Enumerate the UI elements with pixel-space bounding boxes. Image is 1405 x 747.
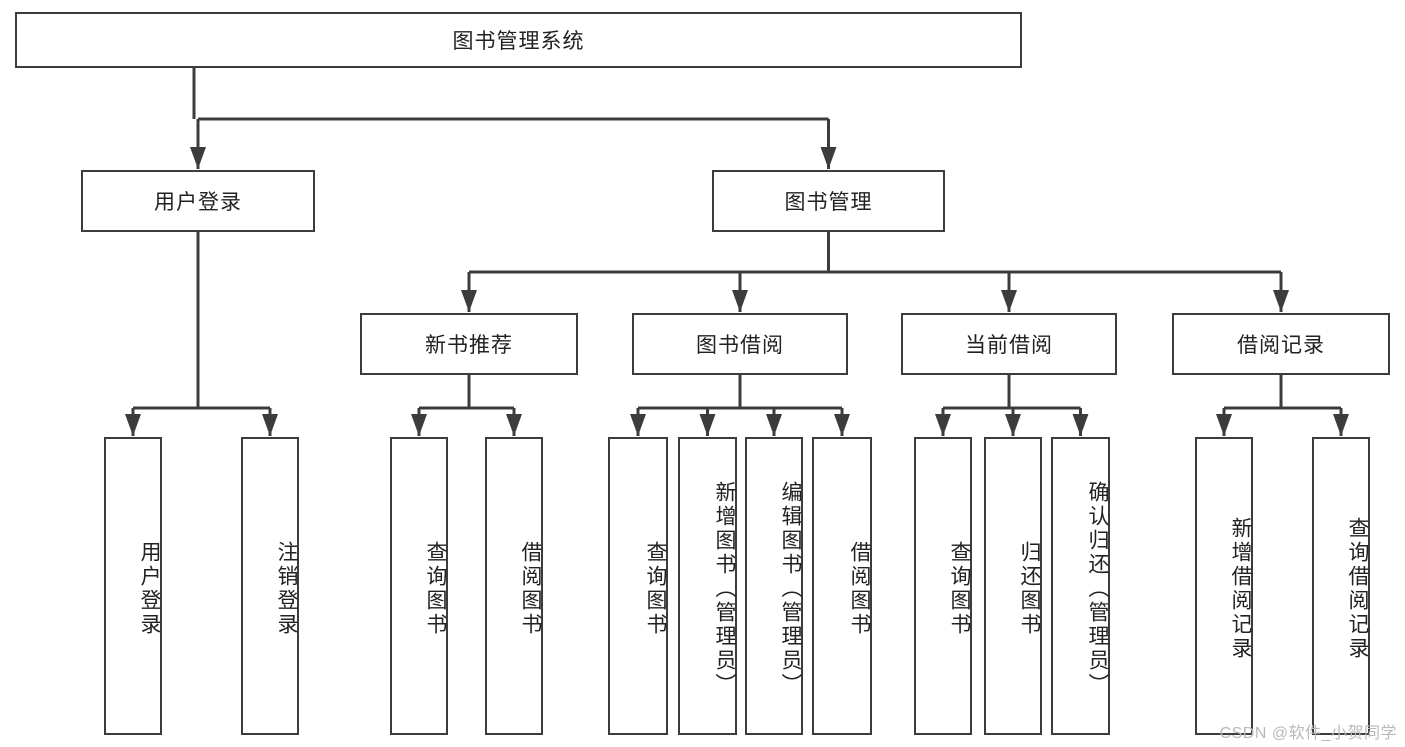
node-label: 归还图书	[1018, 541, 1041, 637]
node-label: 注销登录	[275, 541, 298, 637]
level2-node-0[interactable]: 用户登录	[81, 170, 315, 232]
node-label: 图书管理	[784, 191, 873, 214]
level3-node-1[interactable]: 图书借阅	[632, 313, 848, 375]
leaf-node-12[interactable]: 查询借阅记录	[1312, 437, 1370, 735]
leaf-node-1[interactable]: 注销登录	[241, 437, 299, 735]
leaf-node-3[interactable]: 借阅图书	[485, 437, 543, 735]
node-label: 图书管理系统	[452, 30, 585, 53]
node-label: 查询图书	[948, 541, 971, 637]
leaf-node-6[interactable]: 编辑图书（管理员）	[745, 437, 803, 735]
node-label: 当前借阅	[965, 334, 1053, 357]
node-label: 查询图书	[424, 541, 447, 637]
leaf-node-0[interactable]: 用户登录	[104, 437, 162, 735]
node-label: 查询图书	[644, 541, 667, 637]
leaf-node-2[interactable]: 查询图书	[390, 437, 448, 735]
level2-node-1[interactable]: 图书管理	[712, 170, 945, 232]
leaf-node-8[interactable]: 查询图书	[914, 437, 972, 735]
leaf-node-11[interactable]: 新增借阅记录	[1195, 437, 1253, 735]
node-label: 用户登录	[154, 191, 242, 214]
node-label: 用户登录	[138, 541, 161, 637]
node-label: 新增借阅记录	[1229, 517, 1252, 661]
level3-node-0[interactable]: 新书推荐	[360, 313, 578, 375]
leaf-node-4[interactable]: 查询图书	[608, 437, 668, 735]
leaf-node-9[interactable]: 归还图书	[984, 437, 1042, 735]
leaf-node-10[interactable]: 确认归还（管理员）	[1051, 437, 1110, 735]
watermark: CSDN @软件_小贺同学	[1219, 725, 1397, 742]
node-label: 新增图书（管理员）	[713, 481, 736, 697]
node-label: 借阅图书	[848, 541, 871, 637]
node-label: 确认归还（管理员）	[1086, 481, 1109, 697]
node-label: 借阅图书	[519, 541, 542, 637]
leaf-node-7[interactable]: 借阅图书	[812, 437, 872, 735]
node-label: 编辑图书（管理员）	[779, 481, 802, 697]
node-label: 新书推荐	[425, 334, 513, 357]
leaf-node-5[interactable]: 新增图书（管理员）	[678, 437, 737, 735]
node-label: 查询借阅记录	[1346, 517, 1369, 661]
root-node-0[interactable]: 图书管理系统	[15, 12, 1022, 68]
node-label: 图书借阅	[696, 334, 784, 357]
level3-node-2[interactable]: 当前借阅	[901, 313, 1117, 375]
node-label: 借阅记录	[1237, 334, 1325, 357]
level3-node-3[interactable]: 借阅记录	[1172, 313, 1390, 375]
